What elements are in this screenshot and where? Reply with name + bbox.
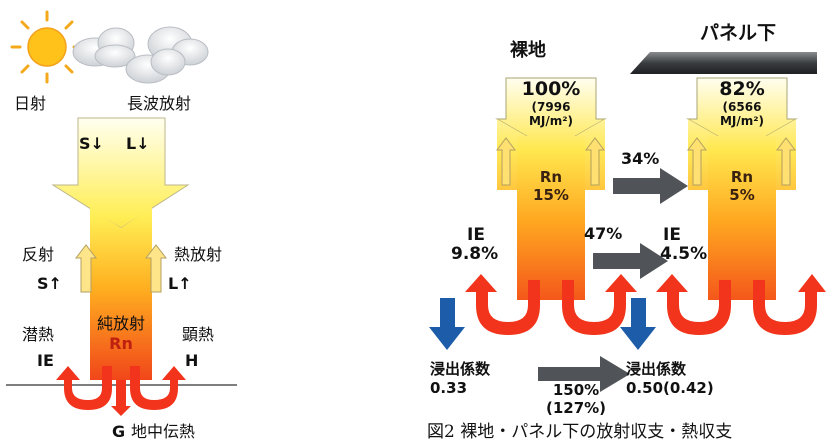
label-thermal: 熱放射 <box>174 245 223 264</box>
solar-panel-roof <box>630 52 817 74</box>
panel-flow <box>686 77 798 300</box>
bare-reflect-arrow <box>496 137 516 186</box>
label-l-up: L↑ <box>168 274 192 293</box>
ratio-ie: 47% <box>584 224 623 243</box>
ratio-leach-1: 150% <box>552 381 600 399</box>
bare-h-arrow <box>562 274 637 335</box>
label-net: 純放射 <box>96 314 145 333</box>
panel-ie-pct: 4.5% <box>660 244 708 264</box>
label-l-down: L↓ <box>126 134 150 153</box>
ie-ratio-arrow <box>593 243 668 279</box>
label-sensible: 顕熱 <box>182 325 215 344</box>
panel-input-line1: (6566 <box>722 100 762 114</box>
ratio-rn: 34% <box>621 149 660 168</box>
figure-caption: 図2 裸地・パネル下の放射収支・熱収支 <box>427 422 733 442</box>
panel-input-pct: 82% <box>719 78 765 100</box>
label-ie: IE <box>37 351 54 370</box>
label-g: G <box>112 422 126 441</box>
bare-rn-label: Rn <box>539 168 563 186</box>
label-latent: 潜熱 <box>22 325 55 344</box>
label-h: H <box>185 351 199 370</box>
thermal-up-arrow <box>144 244 168 293</box>
panel-ie-label: IE <box>663 225 681 245</box>
bare-rn-pct: 15% <box>533 186 569 204</box>
panel-leach-arrow <box>620 298 656 350</box>
bare-input-line2: MJ/m²) <box>528 114 574 128</box>
panel-reflect-arrow <box>687 137 707 186</box>
label-longwave: 長波放射 <box>127 94 192 113</box>
cloud-icon <box>72 26 209 84</box>
bare-input-line1: (7996 <box>531 100 571 114</box>
radiation-flow-arrow <box>51 117 190 229</box>
sensible-heat-arrow <box>130 366 186 410</box>
reflect-up-arrow <box>74 244 98 293</box>
bare-thermal-arrow <box>585 137 605 186</box>
panel-rn-pct: 5% <box>729 186 755 204</box>
bare-leach-value: 0.33 <box>430 379 468 397</box>
bare-title: 裸地 <box>510 40 546 61</box>
ground-heat-arrow <box>111 380 131 416</box>
panel-rn-label: Rn <box>730 168 754 186</box>
panel-input-line2: MJ/m²) <box>719 114 765 128</box>
panel-title: パネル下 <box>700 22 777 44</box>
bare-input-pct: 100% <box>521 78 581 100</box>
bare-leach-label: 浸出係数 <box>430 360 491 378</box>
bare-ie-label: IE <box>467 225 485 245</box>
label-sun: 日射 <box>14 94 47 113</box>
leach-ratio-arrow <box>538 356 630 392</box>
sun-icon <box>10 10 84 84</box>
panel-leach-value: 0.50(0.42) <box>626 379 714 397</box>
ratio-leach-2: (127%) <box>545 399 607 417</box>
panel-ie-arrow <box>656 274 731 335</box>
label-reflect: 反射 <box>22 245 55 264</box>
bare-leach-arrow <box>429 298 465 350</box>
label-s-up: S↑ <box>37 274 62 293</box>
latent-heat-arrow <box>56 366 112 410</box>
panel-thermal-arrow <box>776 137 796 186</box>
bare-soil-flow <box>495 77 607 300</box>
panel-leach-label: 浸出係数 <box>626 360 687 378</box>
bare-ie-pct: 9.8% <box>451 244 499 264</box>
label-rn: Rn <box>109 334 133 353</box>
panel-h-arrow <box>753 274 826 335</box>
label-s-down: S↓ <box>79 134 104 153</box>
rn-ratio-arrow <box>613 168 688 204</box>
bare-ie-arrow <box>465 274 540 335</box>
label-ground: 地中伝熱 <box>131 422 196 441</box>
